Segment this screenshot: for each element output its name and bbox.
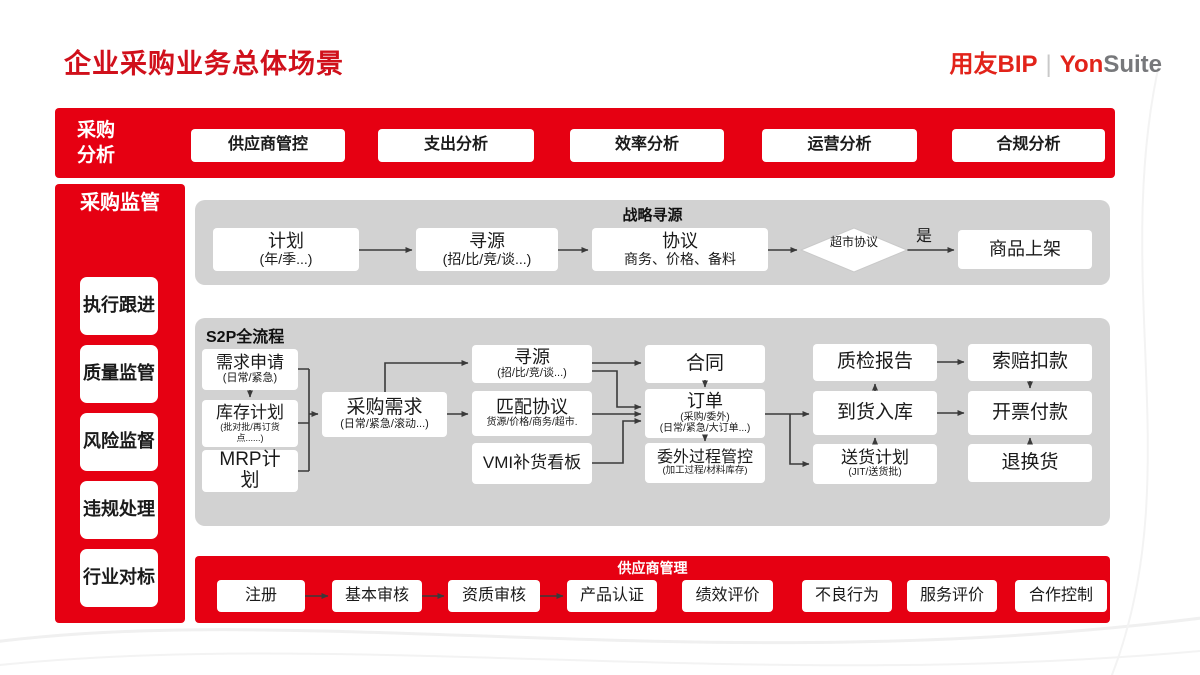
- box-product-listing-title: 商品上架: [989, 238, 1061, 259]
- box-strategic-sourcing-title: 寻源: [469, 230, 505, 251]
- box-demand-request: 需求申请 (日常/紧急): [202, 349, 298, 390]
- box-s2p-sourcing-sub: (招/比/竞/谈...): [497, 367, 567, 380]
- supervision-item-violation: 违规处理: [80, 481, 158, 539]
- box-plan-title: 计划: [268, 230, 304, 251]
- supplier-flow-qualification-review: 资质审核: [448, 580, 540, 612]
- box-purchase-demand-title: 采购需求: [346, 396, 423, 418]
- box-match-agreement-sub: 货源/价格/商务/超市.: [486, 417, 578, 429]
- supplier-flow-product-certification: 产品认证: [567, 580, 657, 612]
- box-plan-sub: (年/季...): [259, 251, 313, 268]
- analysis-item-compliance: 合规分析: [952, 129, 1105, 162]
- box-strategic-sourcing-sub: (招/比/竞/谈...): [442, 251, 532, 268]
- box-outsourcing-control-sub: (加工过程/材料库存): [662, 465, 748, 477]
- box-demand-request-sub: (日常/紧急): [222, 372, 278, 385]
- supplier-item-service-eval: 服务评价: [907, 580, 997, 612]
- box-vmi-board: VMI补货看板: [472, 443, 592, 484]
- page-title: 企业采购业务总体场景: [64, 49, 344, 79]
- box-return-exchange-title: 退换货: [1001, 451, 1059, 473]
- box-return-exchange: 退换货: [968, 444, 1092, 482]
- analysis-bar-label: 采购分析: [77, 120, 116, 166]
- decision-yes-label: 是: [916, 228, 933, 245]
- box-contract-title: 合同: [685, 352, 724, 374]
- box-delivery-plan-sub: (JIT/送货批): [848, 467, 902, 479]
- box-strategic-sourcing: 寻源 (招/比/竞/谈...): [416, 228, 558, 271]
- supplier-flow-register: 注册: [217, 580, 305, 612]
- box-inspection-report: 质检报告: [813, 344, 937, 381]
- supplier-title: 供应商管理: [617, 560, 688, 576]
- box-plan: 计划 (年/季...): [213, 228, 359, 271]
- box-order: 订单 (采购/委外) (日常/紧急/大订单...): [645, 389, 765, 438]
- supplier-item-cooperation-control: 合作控制: [1015, 580, 1107, 612]
- box-goods-receipt-title: 到货入库: [836, 401, 913, 423]
- box-agreement-title: 协议: [662, 230, 698, 251]
- box-order-sub: (采购/委外): [680, 411, 730, 423]
- box-inventory-plan: 库存计划 (批对批/再订货点......): [202, 400, 298, 447]
- supplier-flow-basic-review: 基本审核: [332, 580, 422, 612]
- supervision-label: 采购监管: [80, 192, 160, 214]
- brand-yonyou-bip: 用友BIP: [949, 51, 1038, 78]
- box-mrp-plan-title: MRP计划: [219, 449, 281, 491]
- box-contract: 合同: [645, 345, 765, 383]
- box-match-agreement-title: 匹配协议: [496, 397, 568, 418]
- box-vmi-board-title: VMI补货看板: [482, 453, 582, 473]
- brand-yon: Yon: [1059, 51, 1104, 78]
- box-agreement-sub: 商务、价格、备料: [624, 251, 736, 268]
- box-order-sub2: (日常/紧急/大订单...): [659, 423, 751, 435]
- brand-divider: |: [1045, 51, 1052, 78]
- brand-logo: 用友BIP | YonSuite: [950, 44, 1162, 79]
- box-delivery-plan-title: 送货计划: [841, 448, 909, 468]
- box-inspection-report-title: 质检报告: [836, 351, 913, 373]
- box-claim-deduction-title: 索赔扣款: [991, 351, 1068, 373]
- box-product-listing: 商品上架: [958, 230, 1092, 269]
- supervision-item-risk: 风险监督: [80, 413, 158, 471]
- supervision-item-execution: 执行跟进: [80, 277, 158, 335]
- box-agreement: 协议 商务、价格、备料: [592, 228, 768, 271]
- analysis-item-operation: 运营分析: [762, 129, 917, 162]
- analysis-item-supplier-control: 供应商管控: [191, 129, 345, 162]
- box-outsourcing-control-title: 委外过程管控: [656, 448, 753, 466]
- strategic-sourcing-title: 战略寻源: [622, 207, 683, 224]
- box-purchase-demand-sub: (日常/紧急/滚动...): [340, 418, 429, 431]
- box-delivery-plan: 送货计划 (JIT/送货批): [813, 444, 937, 484]
- box-invoice-payment: 开票付款: [968, 391, 1092, 435]
- box-match-agreement: 匹配协议 货源/价格/商务/超市.: [472, 391, 592, 436]
- s2p-title: S2P全流程: [206, 329, 285, 346]
- box-outsourcing-control: 委外过程管控 (加工过程/材料库存): [645, 443, 765, 483]
- box-demand-request-title: 需求申请: [216, 353, 284, 372]
- supplier-item-bad-behavior: 不良行为: [802, 580, 892, 612]
- box-purchase-demand: 采购需求 (日常/紧急/滚动...): [322, 392, 447, 437]
- supervision-item-quality: 质量监管: [80, 345, 158, 403]
- box-inventory-plan-sub: (批对批/再订货点......): [220, 422, 280, 443]
- box-mrp-plan: MRP计划: [202, 450, 298, 492]
- box-order-title: 订单: [687, 391, 723, 412]
- box-claim-deduction: 索赔扣款: [968, 344, 1092, 381]
- supplier-item-performance: 绩效评价: [682, 580, 773, 612]
- box-s2p-sourcing: 寻源 (招/比/竞/谈...): [472, 345, 592, 383]
- box-goods-receipt: 到货入库: [813, 391, 937, 435]
- analysis-item-efficiency: 效率分析: [570, 129, 724, 162]
- box-s2p-sourcing-title: 寻源: [514, 346, 550, 367]
- box-invoice-payment-title: 开票付款: [991, 401, 1068, 423]
- brand-suite: Suite: [1103, 51, 1162, 78]
- analysis-item-spend: 支出分析: [378, 129, 534, 162]
- decision-diamond-label: 超市协议: [829, 235, 878, 249]
- supervision-item-benchmark: 行业对标: [80, 549, 158, 607]
- box-inventory-plan-title: 库存计划: [216, 402, 284, 422]
